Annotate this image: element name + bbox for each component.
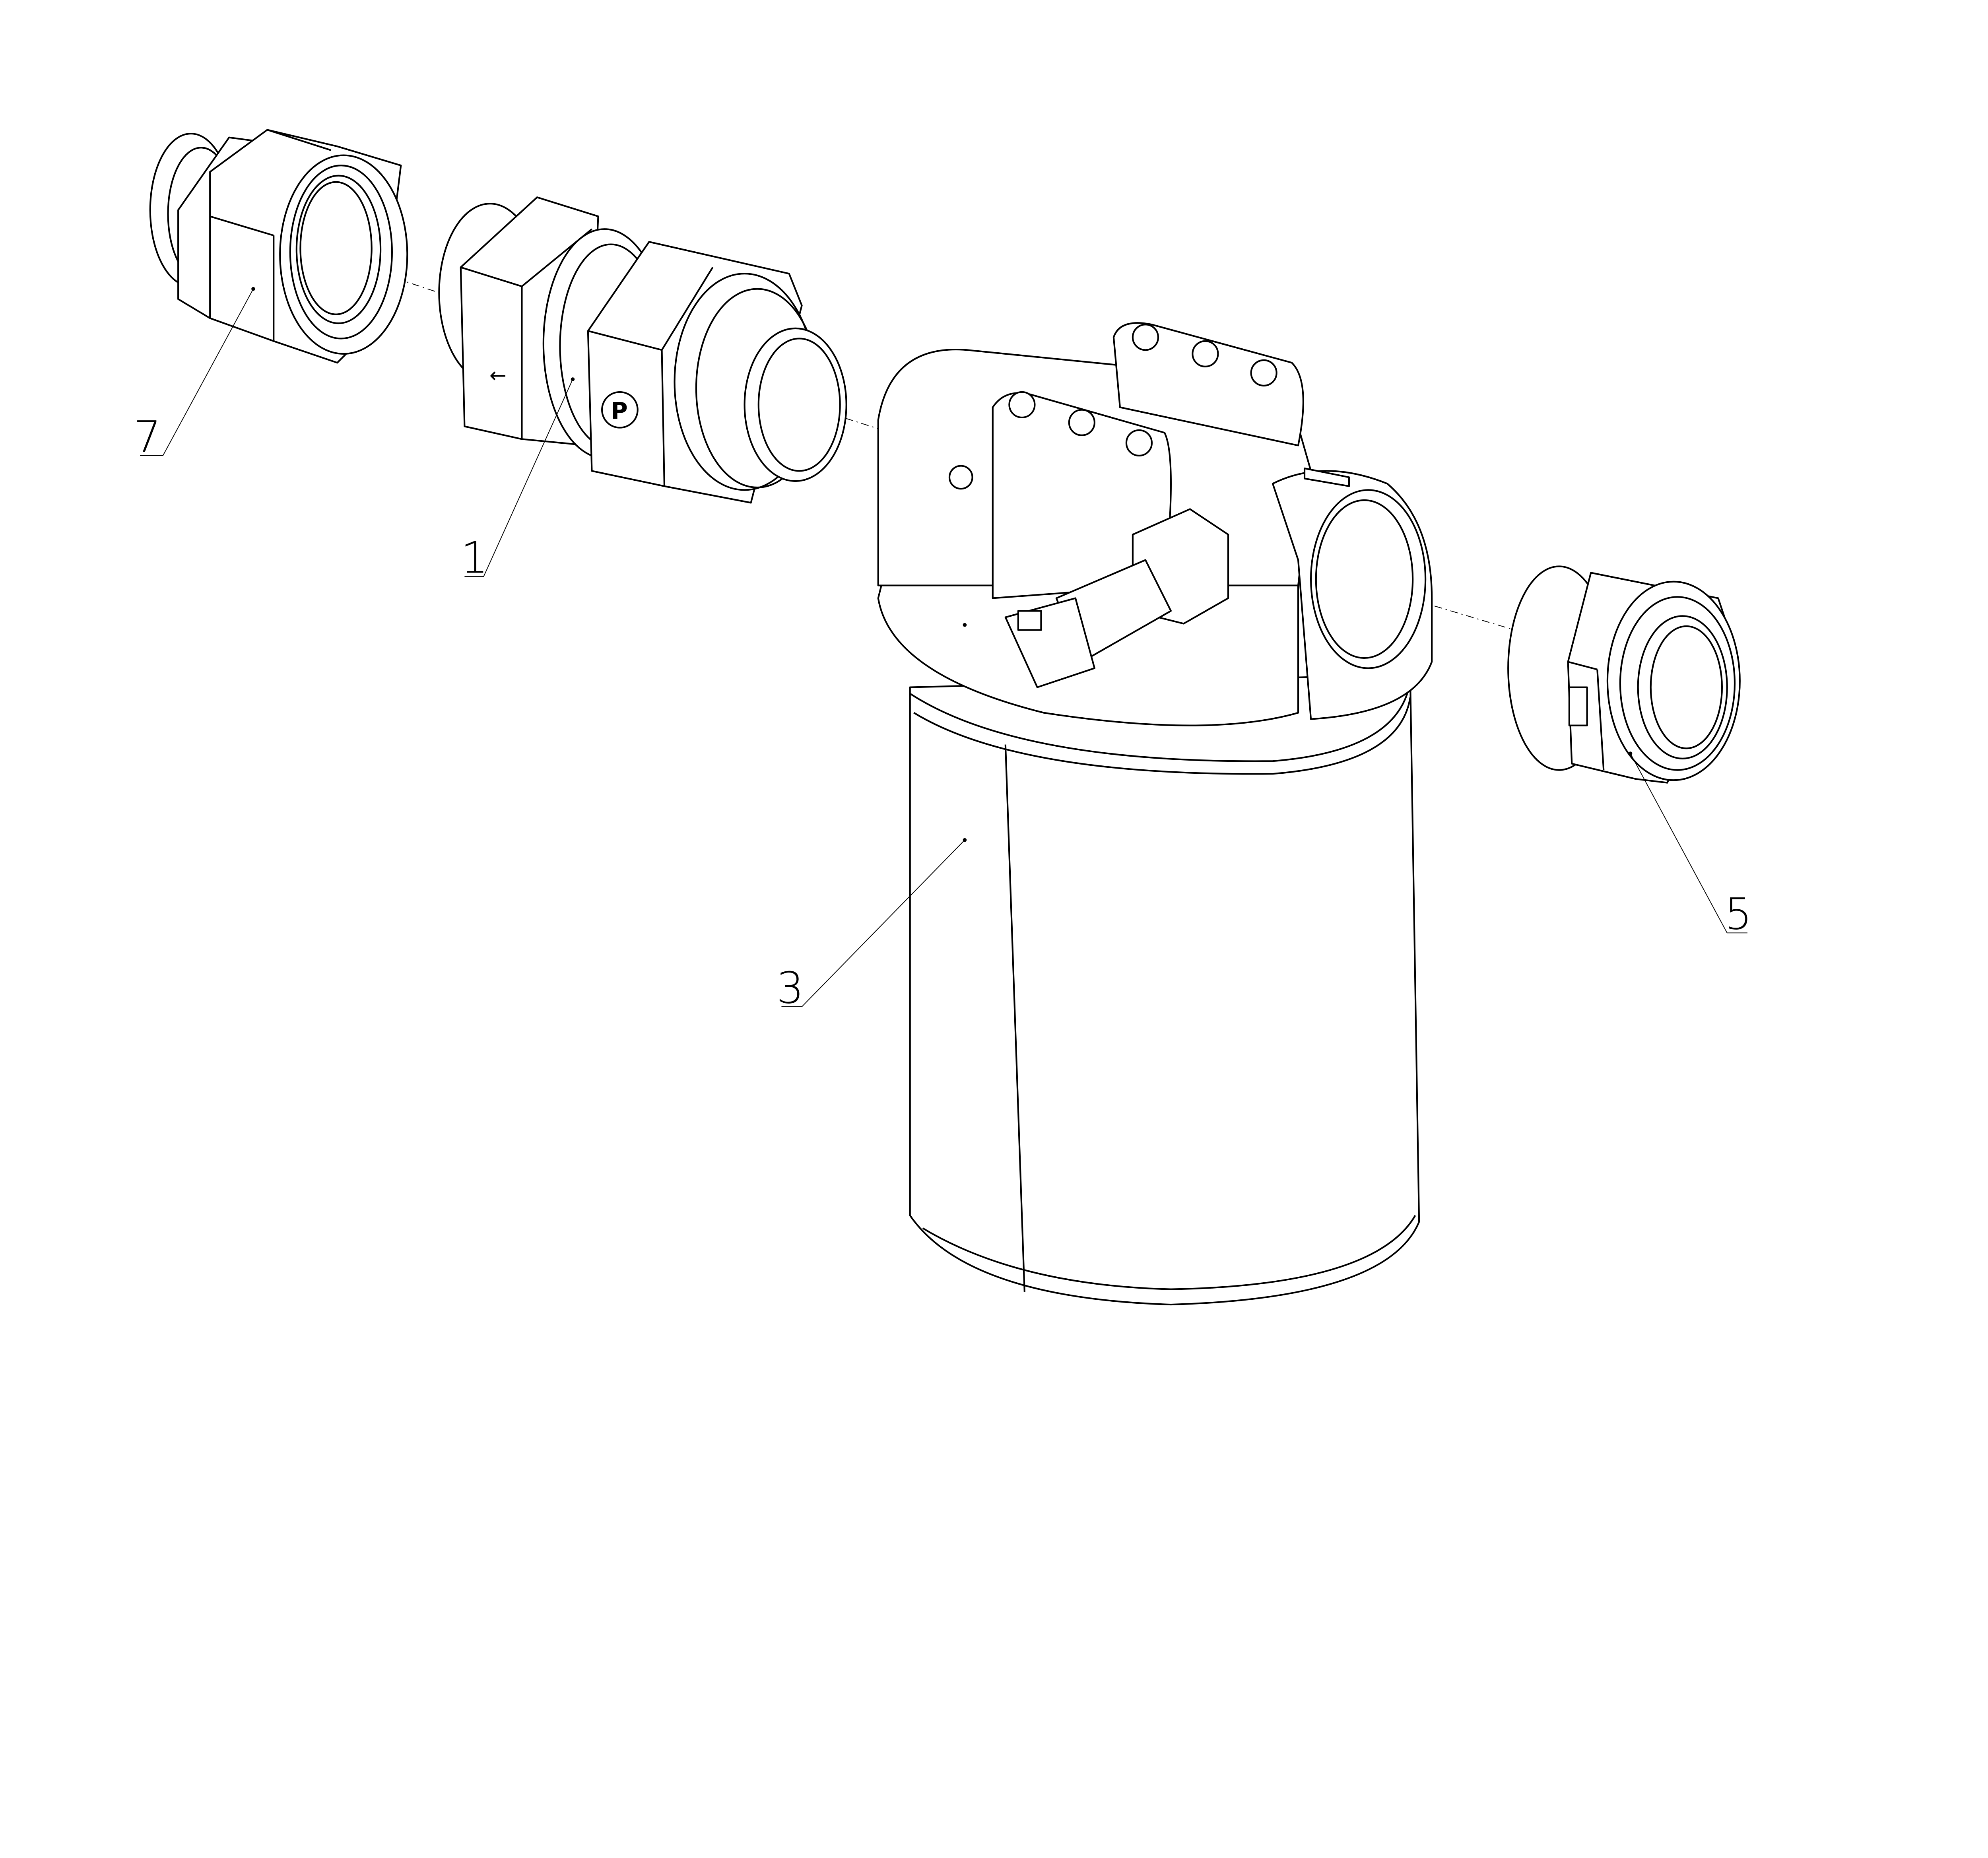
callout-3: 3 <box>777 838 967 1013</box>
logo-letter: P <box>611 398 627 424</box>
callout-1: 1 <box>461 377 575 583</box>
callout-label-1: 1 <box>461 532 488 583</box>
callout-7: 7 <box>134 287 255 462</box>
callout-label-3: 3 <box>777 963 804 1013</box>
ow-logo-marking <box>1568 686 1588 726</box>
arrow-marking: ↑ <box>487 367 511 384</box>
part-3-filter <box>877 322 1433 1306</box>
part-7-fitting <box>149 129 408 364</box>
callout-label-5: 5 <box>1724 889 1752 940</box>
callout-label-7: 7 <box>134 412 161 462</box>
logo-marking <box>601 391 639 429</box>
part-1-valve: ↑ P <box>438 196 847 504</box>
callout-5: 5 <box>1628 751 1752 940</box>
part-5-fitting <box>1507 565 1741 784</box>
exploded-assembly-drawing: ↑ P 7 <box>134 129 1752 1306</box>
